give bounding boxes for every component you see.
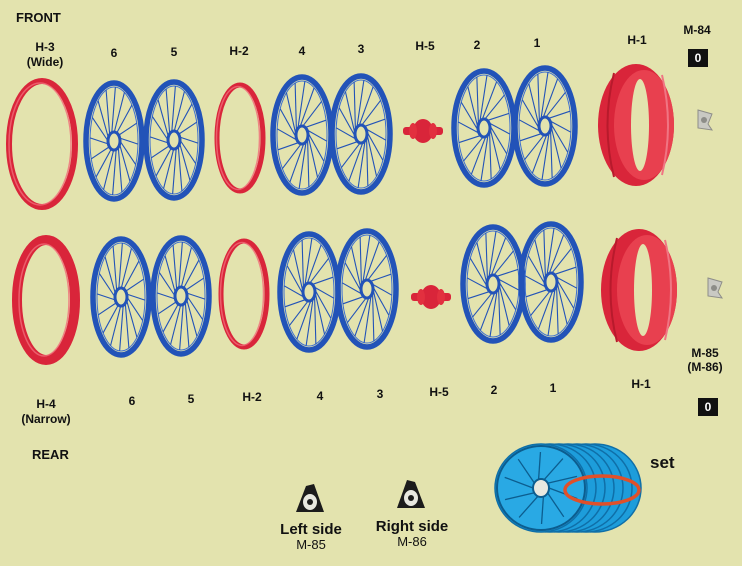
front-wheel-4 [270, 74, 334, 196]
rear-wheel-5 [150, 235, 212, 357]
part-label-h4: H-4 [36, 397, 56, 411]
set-spoke-3 [518, 495, 540, 518]
left-side-cap-icon [296, 484, 324, 512]
front-wheel-1 [512, 65, 578, 187]
front-h3-label: H-3 (Wide) [22, 41, 68, 69]
rear-wheel-1 [518, 221, 584, 343]
rear-part-code: M-85 (M-86) [680, 347, 730, 374]
rear-label-h2: H-2 [242, 390, 262, 404]
rear-rim-h4 [12, 235, 80, 365]
front-label-2: 2 [473, 38, 481, 52]
front-part-code: M-84 [683, 23, 711, 37]
narrow-note: (Narrow) [21, 412, 71, 426]
set-highlight-ring [563, 474, 641, 506]
right-side-code: M-86 [397, 534, 427, 549]
front-tire-h1 [598, 64, 674, 186]
front-heading: FRONT [16, 10, 61, 25]
left-side-code: M-85 [296, 537, 326, 552]
front-wheel-row [6, 64, 714, 210]
rear-label-h1: H-1 [631, 377, 651, 391]
rear-label-1: 1 [549, 381, 557, 395]
wheel-set-illustration [494, 443, 642, 533]
set-spoke-6 [517, 458, 536, 484]
front-label-4: 4 [298, 44, 306, 58]
front-hub-h5 [403, 119, 443, 143]
rear-label-2: 2 [490, 383, 498, 397]
set-spoke-7 [537, 451, 542, 481]
rear-label-h5: H-5 [429, 385, 449, 399]
right-side-caption: Right side M-86 [366, 518, 458, 549]
rear-wheel-4 [277, 231, 341, 353]
front-label-5: 5 [170, 45, 178, 59]
left-side-label: Left side [280, 521, 342, 538]
rear-hub-h5 [411, 285, 451, 309]
front-wheel-6 [83, 80, 145, 202]
rear-label-5: 5 [187, 392, 195, 406]
rear-qty-badge: 0 [698, 398, 718, 416]
front-label-h2: H-2 [229, 44, 249, 58]
left-side-caption: Left side M-85 [270, 521, 352, 552]
right-side-label: Right side [375, 518, 449, 535]
set-label: set [650, 453, 675, 472]
front-label-3: 3 [357, 42, 365, 56]
front-wheel-5 [143, 79, 205, 201]
front-wheel-3 [329, 73, 393, 195]
rear-label-3: 3 [376, 387, 384, 401]
wide-note: (Wide) [26, 55, 64, 69]
front-qty-badge: 0 [688, 49, 708, 67]
set-hub [532, 478, 550, 498]
set-spoke-8 [542, 458, 564, 481]
front-label-6: 6 [110, 46, 118, 60]
part-label-h3: H-3 [35, 40, 55, 54]
rear-wheel-6 [90, 236, 152, 358]
rear-heading: REAR [32, 447, 69, 462]
rear-rim-h2 [218, 238, 270, 350]
front-cap-m84 [697, 109, 714, 131]
set-spoke-4 [504, 492, 535, 501]
rear-label-6: 6 [128, 394, 136, 408]
rear-part-code-alt: (M-86) [687, 360, 723, 374]
front-label-h5: H-5 [415, 39, 435, 53]
rear-wheel-3 [335, 228, 399, 350]
set-spoke-5 [504, 476, 534, 489]
rear-wheel-2 [460, 224, 526, 344]
front-label-h1: H-1 [627, 33, 647, 47]
hub-caps [296, 480, 425, 512]
front-rim-h3 [6, 78, 78, 210]
rear-h4-label: H-4 (Narrow) [16, 398, 76, 426]
front-rim-h2 [214, 82, 266, 194]
set-spoke-2 [540, 495, 545, 525]
front-wheel-2 [451, 68, 517, 188]
rear-part-code-main: M-85 [691, 346, 719, 360]
rear-label-4: 4 [316, 389, 324, 403]
front-label-1: 1 [533, 36, 541, 50]
rear-tire-h1 [601, 229, 677, 351]
set-spoke-1 [546, 492, 565, 518]
rear-cap-m85 [707, 277, 724, 299]
rear-wheel-row [12, 221, 724, 365]
set-spoke-9 [547, 475, 578, 484]
right-side-cap-icon [397, 480, 425, 508]
